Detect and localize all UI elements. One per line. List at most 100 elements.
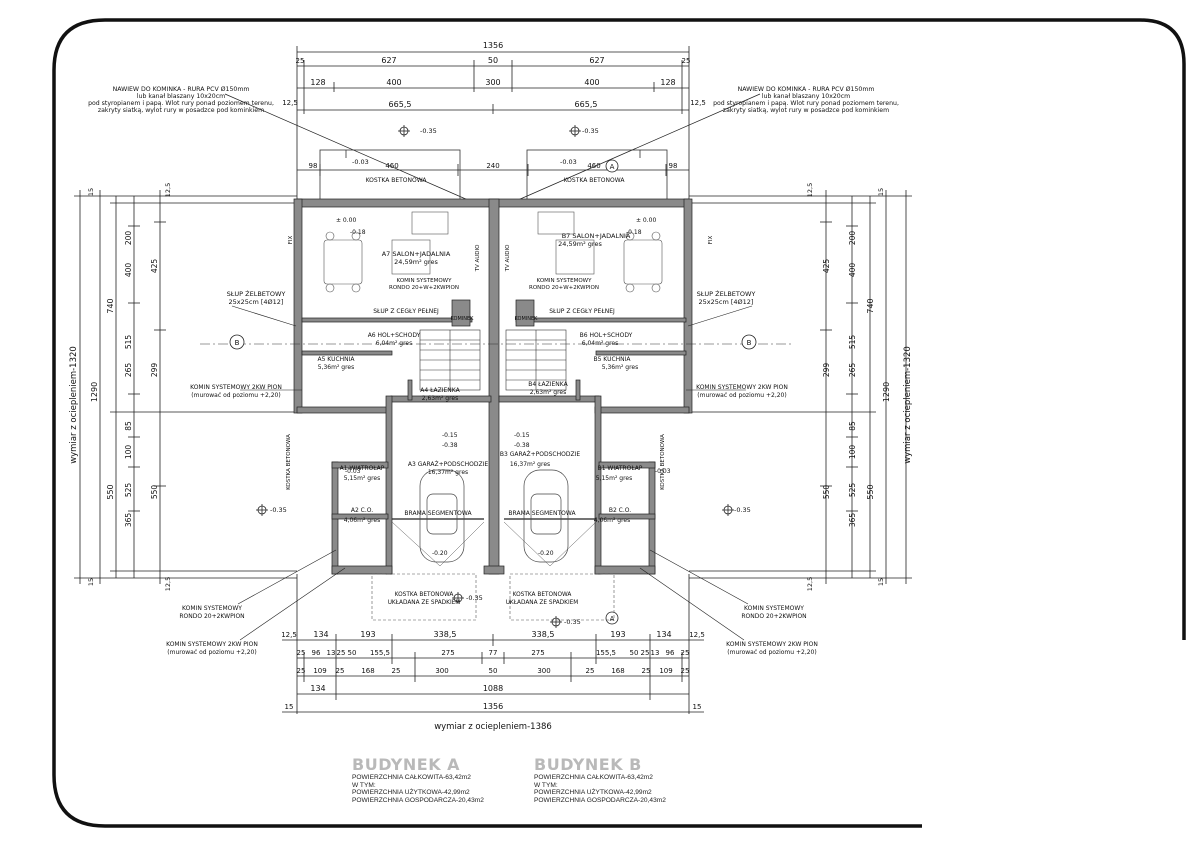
bd3-300-a: 300 xyxy=(435,667,448,675)
room-b5: B5 KUCHNIA 5,36m² gres xyxy=(593,356,638,371)
svg-text:A1 WIATROŁAP: A1 WIATROŁAP xyxy=(340,465,385,472)
svg-text:KOSTKA BETONOWA: KOSTKA BETONOWA xyxy=(513,592,572,598)
bd-338-r: 338,5 xyxy=(532,630,555,639)
svg-text:SŁUP ŻELBETOWY: SŁUP ŻELBETOWY xyxy=(697,289,756,298)
svg-text:A7 SALON+JADALNIA: A7 SALON+JADALNIA xyxy=(382,250,451,258)
building-b-summary: BUDYNEK B POWIERZCHNIA CAŁKOWITA-63,42m2… xyxy=(534,755,666,804)
dim-12-5-rb: 12,5 xyxy=(806,577,814,591)
left-dimensions xyxy=(74,190,297,584)
sheet-frame xyxy=(52,18,1186,828)
dim-400-right: 400 xyxy=(848,263,857,278)
bd2-155-b: 155,5 xyxy=(596,649,616,657)
svg-text:B3 GARAŻ+PODSCHODZIE: B3 GARAŻ+PODSCHODZIE xyxy=(500,451,580,458)
dim-400-l: 400 xyxy=(386,78,401,87)
svg-text:RONDO 20+2KWPION: RONDO 20+2KWPION xyxy=(741,613,806,620)
dim-15-lb: 15 xyxy=(87,578,95,586)
svg-text:NAWIEW DO KOMINKA - RURA PCV Ø: NAWIEW DO KOMINKA - RURA PCV Ø150mm xyxy=(738,85,875,93)
dim-128-l: 128 xyxy=(310,78,325,87)
komin-rondo-w-left: KOMIN SYSTEMOWY RONDO 20+W+2KWPION xyxy=(389,278,459,291)
dim-12-5-lb: 12,5 xyxy=(164,577,172,591)
slup-zelbetowy-left: SŁUP ŻELBETOWY 25x25cm [4Ø12] xyxy=(227,289,286,306)
bd5-15-l: 15 xyxy=(285,703,294,711)
dim-15-rt: 15 xyxy=(877,188,885,196)
front-pavement-right xyxy=(509,573,615,621)
svg-text:NAWIEW DO KOMINKA - RURA PCV Ø: NAWIEW DO KOMINKA - RURA PCV Ø150mm xyxy=(113,85,250,93)
dim-128-r: 128 xyxy=(660,78,675,87)
dim-299-left: 299 xyxy=(150,363,159,378)
bd2-25-c: 25 xyxy=(641,649,650,657)
level-marker-icons xyxy=(256,125,734,628)
svg-text:24,59m² gres: 24,59m² gres xyxy=(558,240,602,248)
bd2-50-a: 50 xyxy=(348,649,357,657)
bd3-25-e: 25 xyxy=(642,667,651,675)
dim-525-left: 525 xyxy=(124,483,133,498)
bd-193-r: 193 xyxy=(610,630,625,639)
svg-text:pod styropianem i papą. Wlot r: pod styropianem i papą. Wlot rury ponad … xyxy=(88,100,274,107)
brama-right: BRAMA SEGMENTOWA xyxy=(508,510,576,517)
svg-text:lub kanał blaszany 10x20cm: lub kanał blaszany 10x20cm xyxy=(762,93,850,100)
svg-text:SŁUP ŻELBETOWY: SŁUP ŻELBETOWY xyxy=(227,289,286,298)
room-a1: A1 WIATROŁAP 5,15m² gres xyxy=(340,465,385,482)
walls xyxy=(293,198,693,575)
bd2-275-a: 275 xyxy=(441,649,454,657)
dim-1290-left: 1290 xyxy=(90,382,99,402)
level-b3-2: -0.38 xyxy=(514,442,530,449)
dim-85-left: 85 xyxy=(124,421,133,431)
dim-665-l: 665,5 xyxy=(389,100,412,109)
level-front-b: -0.35 xyxy=(564,618,581,626)
fix-left: FIX xyxy=(288,235,294,244)
level-b1: -0.03 xyxy=(655,468,671,475)
kostka-front-left: KOSTKA BETONOWA UKŁADANA ZE SPADKIEM xyxy=(388,592,461,606)
front-pavement-left xyxy=(371,573,477,621)
dim-525-right: 525 xyxy=(848,483,857,498)
svg-text:KOSTKA BETONOWA: KOSTKA BETONOWA xyxy=(395,592,454,598)
dim-1290-right: 1290 xyxy=(882,382,891,402)
nawiew-note-left: NAWIEW DO KOMINKA - RURA PCV Ø150mm lub … xyxy=(88,85,274,114)
right-vertical-label: wymiar z ociepleniem-1320 xyxy=(903,346,913,464)
level-a7: ± 0.00 xyxy=(336,217,356,224)
room-b6: B6 HOL+SCHODY 6,04m² gres xyxy=(580,332,633,347)
level-garage-b: -0.20 xyxy=(538,550,554,557)
dim-25-tl: 25 xyxy=(296,57,305,65)
dim-12-5-tr: 12,5 xyxy=(690,99,706,107)
level-top-left: -0.35 xyxy=(420,127,437,135)
svg-text:16,37m² gres: 16,37m² gres xyxy=(510,461,550,468)
building-a-utility: POWIERZCHNIA GOSPODARCZA-20,43m2 xyxy=(352,796,484,804)
svg-text:UKŁADANA ZE SPADKIEM: UKŁADANA ZE SPADKIEM xyxy=(506,600,579,606)
bd3-168-b: 168 xyxy=(611,667,624,675)
svg-text:KOMIN SYSTEMOWY: KOMIN SYSTEMOWY xyxy=(537,278,593,284)
svg-text:(murować od poziomu +2,20): (murować od poziomu +2,20) xyxy=(727,649,816,656)
room-a4: A4 ŁAZIENKA 2,63m² gres xyxy=(420,387,460,402)
slup-cegly-right: SŁUP Z CEGŁY PEŁNEJ xyxy=(549,308,615,315)
building-b-usable: POWIERZCHNIA UŻYTKOWA-42,99m2 xyxy=(534,789,652,797)
svg-text:A4 ŁAZIENKA: A4 ŁAZIENKA xyxy=(420,387,460,394)
right-dimensions xyxy=(689,190,912,584)
level-b3-1: -0.15 xyxy=(514,432,530,439)
level-top-right: -0.35 xyxy=(582,127,599,135)
kostka-top-left: KOSTKA BETONOWA xyxy=(366,177,428,184)
nawiew-note-right: NAWIEW DO KOMINKA - RURA PCV Ø150mm lub … xyxy=(713,85,899,114)
building-a-wtym: W TYM: xyxy=(352,781,376,789)
komin-rondo-right: KOMIN SYSTEMOWY RONDO 20+2KWPION xyxy=(741,605,806,620)
svg-text:KOMIN SYSTEMOWY 2KW PION: KOMIN SYSTEMOWY 2KW PION xyxy=(190,384,282,391)
svg-text:A6 HOL+SCHODY: A6 HOL+SCHODY xyxy=(368,332,421,339)
dim-265-right: 265 xyxy=(848,363,857,378)
left-vertical-label: wymiar z ociepleniem-1320 xyxy=(69,346,79,464)
svg-text:2,63m² gres: 2,63m² gres xyxy=(530,389,566,396)
svg-text:2,63m² gres: 2,63m² gres xyxy=(422,395,458,402)
dim-12-5-lt: 12,5 xyxy=(164,183,172,197)
dim-200-right: 200 xyxy=(848,231,857,246)
level-a1: -0.03 xyxy=(345,468,361,475)
dim-265-left: 265 xyxy=(124,363,133,378)
callout-leaders xyxy=(231,305,753,641)
dim-50-top: 50 xyxy=(488,56,498,65)
dim-740-right: 740 xyxy=(866,298,875,313)
svg-text:25x25cm [4Ø12]: 25x25cm [4Ø12] xyxy=(229,298,284,306)
axis-marker-bottom xyxy=(605,611,619,625)
building-b-total: POWIERZCHNIA CAŁKOWITA-63,42m2 xyxy=(534,774,653,781)
svg-text:(murować od poziomu +2,20): (murować od poziomu +2,20) xyxy=(167,649,256,656)
building-a-total: POWIERZCHNIA CAŁKOWITA-63,42m2 xyxy=(352,774,471,781)
dim-299-right: 299 xyxy=(822,363,831,378)
svg-text:(murować od poziomu +2,20): (murować od poziomu +2,20) xyxy=(697,392,786,399)
